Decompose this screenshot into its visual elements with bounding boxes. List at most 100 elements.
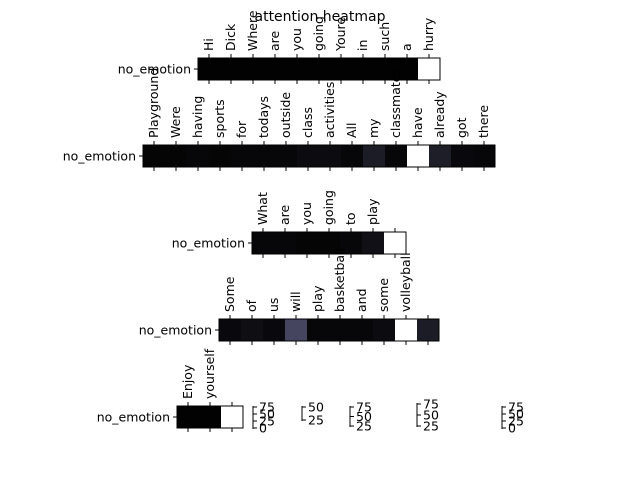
heatmap-cell <box>242 58 264 80</box>
colorbar-tick-label: 0 <box>508 421 516 436</box>
heatmap-cell <box>220 58 242 80</box>
heatmap-cell <box>274 232 296 254</box>
token-label: there <box>476 105 491 138</box>
heatmap-cell <box>308 58 330 80</box>
heatmap-cell <box>340 232 362 254</box>
colorbar-tick-label: 25 <box>508 414 524 429</box>
token-label: hurry <box>421 17 436 51</box>
token-label: Were <box>168 106 183 138</box>
token-label: going <box>311 16 326 51</box>
token-label: will <box>288 291 303 312</box>
token-label: basketball <box>332 248 347 312</box>
row-label: no_emotion <box>118 62 191 77</box>
token-label: sports <box>212 99 227 138</box>
heatmap-cell <box>241 319 263 341</box>
heatmap-cell <box>275 145 297 167</box>
heatmap-cell <box>318 232 340 254</box>
token-label: us <box>266 298 281 312</box>
token-label: in <box>355 40 370 51</box>
heatmap-cell <box>231 145 253 167</box>
heatmap-cell <box>396 58 418 80</box>
colorbar-tick-label: 75 <box>356 400 372 415</box>
heatmap-cell <box>451 145 473 167</box>
token-label: have <box>410 107 425 138</box>
heatmap-cell <box>417 319 439 341</box>
heatmap-cell <box>418 58 440 80</box>
heatmap-cell <box>341 145 363 167</box>
heatmap-cell <box>177 406 199 428</box>
heatmap-cell <box>187 145 209 167</box>
colorbar-tick-label: 25 <box>356 419 372 434</box>
token-label: All <box>344 123 359 139</box>
heatmap-cell <box>374 58 396 80</box>
token-label: outside <box>278 92 293 138</box>
heatmap-cell <box>198 58 220 80</box>
token-label: play <box>365 198 380 225</box>
colorbar-tick-label: 75 <box>423 397 439 412</box>
heatmap-cell <box>199 406 221 428</box>
token-label: and <box>354 288 369 312</box>
heatmap-cell <box>209 145 231 167</box>
row-label: no_emotion <box>172 236 245 251</box>
token-label: Where <box>245 10 260 51</box>
token-label: What <box>255 192 270 225</box>
chart-title: attention heatmap <box>255 9 386 25</box>
token-label: class <box>300 107 315 138</box>
heatmap-cell <box>352 58 374 80</box>
heatmap-cell <box>363 145 385 167</box>
heatmap-cell <box>264 58 286 80</box>
token-label: Enjoy <box>180 364 195 399</box>
token-label: a <box>399 43 414 51</box>
colorbar-tick-label: 75 <box>508 400 524 415</box>
heatmap-cell <box>285 319 307 341</box>
token-label: for <box>234 120 249 138</box>
colorbar-tick-label: 50 <box>308 400 324 415</box>
colorbar-tick-label: 50 <box>259 407 275 422</box>
heatmap-cell <box>385 145 407 167</box>
heatmap-cell <box>143 145 165 167</box>
token-label: activities <box>322 82 337 138</box>
heatmap-cell <box>263 319 285 341</box>
heatmap-cell <box>307 319 329 341</box>
heatmap-cell <box>253 145 275 167</box>
heatmap-cell <box>252 232 274 254</box>
token-label: you <box>289 28 304 51</box>
colorbar-tick-label: 0 <box>259 421 267 436</box>
heatmap-cell <box>219 319 241 341</box>
token-label: already <box>432 91 447 138</box>
heatmap-cell <box>407 145 429 167</box>
heatmap-cell <box>286 58 308 80</box>
row-label: no_emotion <box>63 149 136 164</box>
colorbar-tick-label: 25 <box>423 419 439 434</box>
heatmap-cell <box>429 145 451 167</box>
heatmap-cell <box>297 145 319 167</box>
token-label: some <box>376 278 391 312</box>
colorbar-tick-label: 50 <box>508 407 524 422</box>
token-label: got <box>454 117 469 138</box>
token-label: Playground <box>146 68 161 138</box>
heatmap-cell <box>296 232 318 254</box>
heatmap-cell <box>473 145 495 167</box>
token-label: having <box>190 96 205 138</box>
token-label: Hi <box>201 38 216 51</box>
heatmap-cell <box>373 319 395 341</box>
heatmap-cell <box>362 232 384 254</box>
colorbar-tick-label: 25 <box>308 413 324 428</box>
colorbar-tick-label: 75 <box>259 400 275 415</box>
heatmap-cell <box>384 232 406 254</box>
token-label: Some <box>222 276 237 312</box>
token-label: such <box>377 22 392 51</box>
token-label: play <box>310 285 325 312</box>
token-label: volleyball <box>398 252 413 312</box>
colorbar-tick-label: 25 <box>259 414 275 429</box>
heatmap-cell <box>319 145 341 167</box>
